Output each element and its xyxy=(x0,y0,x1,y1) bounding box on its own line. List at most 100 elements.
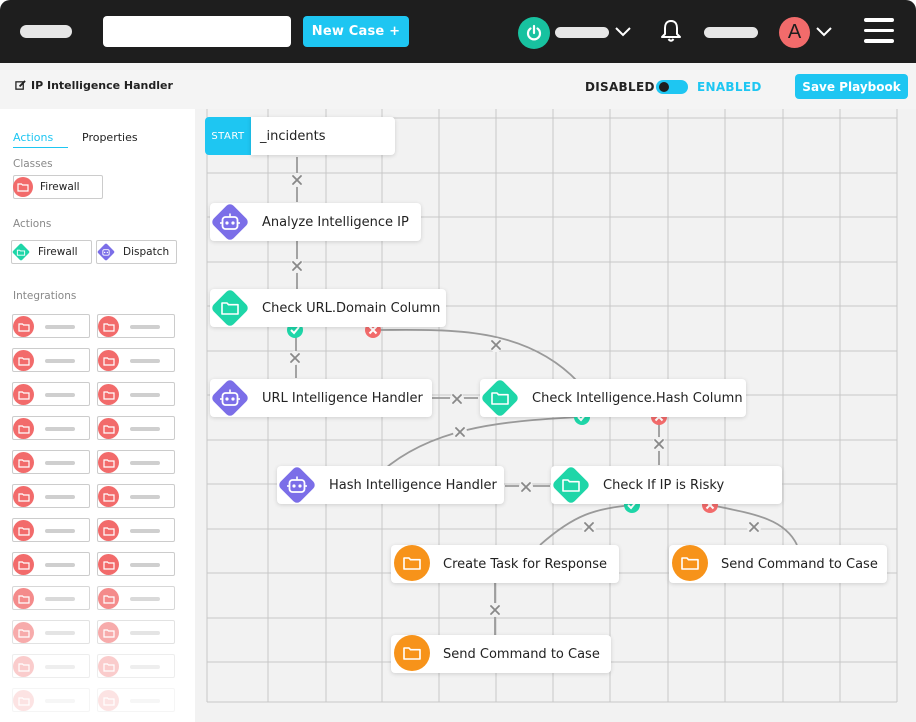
integration-chip[interactable] xyxy=(97,348,175,372)
search-input[interactable] xyxy=(103,16,291,47)
integration-chip[interactable] xyxy=(97,484,175,508)
node-hash-intelligence-handler[interactable]: Hash Intelligence Handler xyxy=(277,466,504,504)
folder-icon xyxy=(392,635,432,673)
integration-name-placeholder xyxy=(45,359,75,363)
robot-icon xyxy=(275,463,319,507)
integration-name-placeholder xyxy=(45,461,75,465)
integration-row xyxy=(12,314,176,338)
integration-chip[interactable] xyxy=(12,620,90,644)
enabled-label: ENABLED xyxy=(697,80,762,94)
integration-chip[interactable] xyxy=(12,348,90,372)
integration-chip[interactable] xyxy=(97,586,175,610)
folder-icon xyxy=(13,177,33,197)
sidebar-tabs: Actions Properties xyxy=(13,131,138,148)
integration-chip[interactable] xyxy=(12,450,90,474)
folder-icon xyxy=(13,350,34,371)
integration-chip[interactable] xyxy=(12,654,90,678)
folder-icon xyxy=(98,588,119,609)
enable-toggle[interactable] xyxy=(656,80,688,94)
avatar[interactable]: A xyxy=(779,17,810,48)
folder-icon xyxy=(98,520,119,541)
class-firewall-chip[interactable]: Firewall xyxy=(13,175,103,199)
integration-chip[interactable] xyxy=(12,586,90,610)
integration-name-placeholder xyxy=(130,427,160,431)
folder-icon xyxy=(98,350,119,371)
bell-icon[interactable] xyxy=(658,18,684,44)
actions-heading: Actions xyxy=(13,218,52,230)
folder-icon xyxy=(98,418,119,439)
node-url-intelligence-handler[interactable]: URL Intelligence Handler xyxy=(210,379,432,417)
tab-properties[interactable]: Properties xyxy=(82,131,138,144)
node-label: Send Command to Case xyxy=(721,556,878,572)
username-placeholder[interactable] xyxy=(704,27,758,38)
power-icon[interactable] xyxy=(518,17,550,49)
integration-chip[interactable] xyxy=(12,552,90,576)
integration-name-placeholder xyxy=(45,699,75,703)
integration-chip[interactable] xyxy=(97,450,175,474)
folder-icon xyxy=(13,588,34,609)
folder-icon xyxy=(392,545,432,583)
chip-label: Firewall xyxy=(40,181,80,193)
node-label: Hash Intelligence Handler xyxy=(329,477,497,493)
chevron-down-icon[interactable] xyxy=(816,27,832,37)
integration-chip[interactable] xyxy=(97,518,175,542)
disabled-label: DISABLED xyxy=(585,80,655,94)
integration-chip[interactable] xyxy=(97,416,175,440)
tab-actions[interactable]: Actions xyxy=(13,131,68,148)
integration-chip[interactable] xyxy=(97,382,175,406)
integration-chip[interactable] xyxy=(97,314,175,338)
integration-name-placeholder xyxy=(130,359,160,363)
integration-row xyxy=(12,552,176,576)
integration-chip[interactable] xyxy=(12,518,90,542)
node-analyze-intelligence-ip[interactable]: Analyze Intelligence IP xyxy=(210,203,421,241)
integration-chip[interactable] xyxy=(97,620,175,644)
node-send-command-to-case-bottom[interactable]: Send Command to Case xyxy=(391,635,611,673)
integration-name-placeholder xyxy=(45,529,75,533)
folder-icon xyxy=(98,486,119,507)
node-incidents[interactable]: _incidents xyxy=(251,117,395,155)
integration-chip[interactable] xyxy=(97,552,175,576)
folder-icon xyxy=(13,622,34,643)
integration-row xyxy=(12,586,176,610)
integration-name-placeholder xyxy=(45,325,75,329)
folder-icon xyxy=(13,656,34,677)
logo-placeholder[interactable] xyxy=(20,25,72,38)
node-label: URL Intelligence Handler xyxy=(262,390,423,406)
status-selector[interactable] xyxy=(555,27,609,38)
integration-row xyxy=(12,620,176,644)
node-check-url-domain-column[interactable]: Check URL.Domain Column xyxy=(210,289,446,327)
node-check-intelligence-hash-column[interactable]: Check Intelligence.Hash Column xyxy=(480,379,746,417)
integration-row xyxy=(12,654,176,678)
action-dispatch-chip[interactable]: Dispatch xyxy=(96,240,177,264)
classes-heading: Classes xyxy=(13,158,53,170)
robot-icon xyxy=(208,376,252,420)
integration-chip[interactable] xyxy=(12,484,90,508)
integration-chip[interactable] xyxy=(12,416,90,440)
node-send-command-to-case-right[interactable]: Send Command to Case xyxy=(669,545,887,583)
chevron-down-icon[interactable] xyxy=(615,27,631,37)
folder-icon xyxy=(13,316,34,337)
playbook-title[interactable]: IP Intelligence Handler xyxy=(15,79,173,92)
integration-chip[interactable] xyxy=(12,382,90,406)
integration-chip[interactable] xyxy=(97,688,175,712)
action-firewall-chip[interactable]: Firewall xyxy=(11,240,92,264)
hamburger-menu-icon[interactable] xyxy=(864,18,894,46)
edit-icon[interactable] xyxy=(15,80,26,91)
node-create-task-for-response[interactable]: Create Task for Response xyxy=(391,545,619,583)
sidebar: Actions Properties Classes Firewall Acti… xyxy=(0,109,195,722)
folder-icon xyxy=(98,452,119,473)
playbook-title-text: IP Intelligence Handler xyxy=(31,79,173,92)
folder-icon xyxy=(13,520,34,541)
integration-chip[interactable] xyxy=(97,654,175,678)
node-label: Check URL.Domain Column xyxy=(262,300,441,316)
node-check-if-ip-is-risky[interactable]: Check If IP is Risky xyxy=(551,466,782,504)
node-label: Analyze Intelligence IP xyxy=(262,214,409,230)
new-case-button[interactable]: New Case + xyxy=(303,16,409,47)
folder-icon xyxy=(13,554,34,575)
integration-chip[interactable] xyxy=(12,688,90,712)
node-label: Check If IP is Risky xyxy=(603,477,725,493)
integration-chip[interactable] xyxy=(12,314,90,338)
save-playbook-button[interactable]: Save Playbook xyxy=(795,74,908,99)
integration-name-placeholder xyxy=(45,631,75,635)
integrations-heading: Integrations xyxy=(13,290,77,302)
